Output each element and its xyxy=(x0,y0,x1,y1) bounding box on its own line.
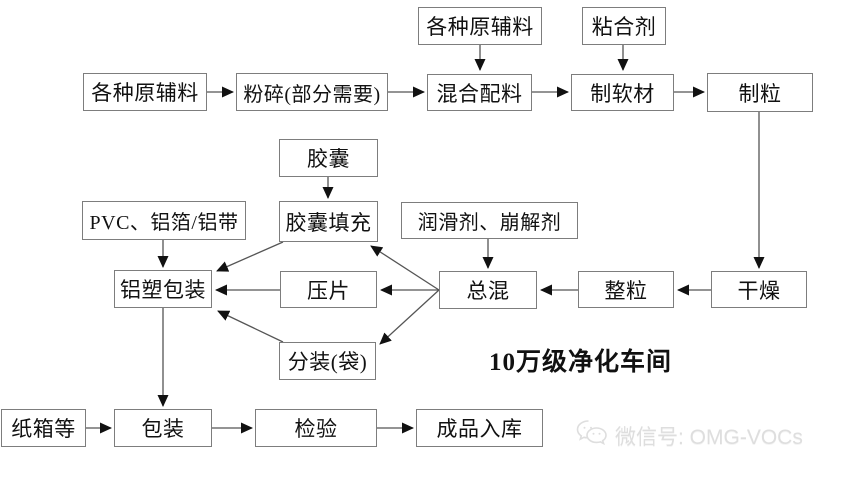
node-binder: 粘合剂 xyxy=(582,7,666,45)
node-tablet-pressing: 压片 xyxy=(280,271,377,308)
node-warehouse: 成品入库 xyxy=(416,409,543,447)
node-pvc-foil: PVC、铝箔/铝带 xyxy=(82,201,246,240)
node-final-mixing: 总混 xyxy=(439,271,537,309)
arrow-bag-filling-to-alu-plastic xyxy=(217,310,284,343)
node-mixing: 混合配料 xyxy=(427,74,532,111)
node-bag-filling: 分装(袋) xyxy=(279,342,376,380)
node-granule-sizing: 整粒 xyxy=(578,271,674,308)
arrow-capsule-filling-to-alu-plastic xyxy=(216,241,284,272)
watermark-text: 微信号: OMG-VOCs xyxy=(615,426,803,449)
node-packaging: 包装 xyxy=(114,409,212,447)
node-granulating: 制粒 xyxy=(707,73,813,112)
node-cartons: 纸箱等 xyxy=(1,409,86,447)
node-capsule: 胶囊 xyxy=(279,139,378,177)
wechat-icon xyxy=(575,418,609,454)
arrow-final-mixing-to-capsule-filling xyxy=(370,245,440,291)
node-inspection: 检验 xyxy=(255,409,377,447)
node-crushing: 粉碎(部分需要) xyxy=(236,73,388,111)
node-soft-material: 制软材 xyxy=(571,74,674,111)
node-raw-materials: 各种原辅料 xyxy=(83,73,207,111)
node-raw-materials-top: 各种原辅料 xyxy=(418,7,542,45)
watermark: 微信号: OMG-VOCs xyxy=(575,418,803,454)
node-drying: 干燥 xyxy=(711,271,807,308)
arrow-final-mixing-to-bag-filling xyxy=(379,289,440,345)
node-lubricant-disintegrant: 润滑剂、崩解剂 xyxy=(401,202,578,239)
clean-room-label: 10万级净化车间 xyxy=(489,349,673,376)
node-alu-plastic-packaging: 铝塑包装 xyxy=(114,270,212,308)
node-capsule-filling: 胶囊填充 xyxy=(279,201,378,242)
